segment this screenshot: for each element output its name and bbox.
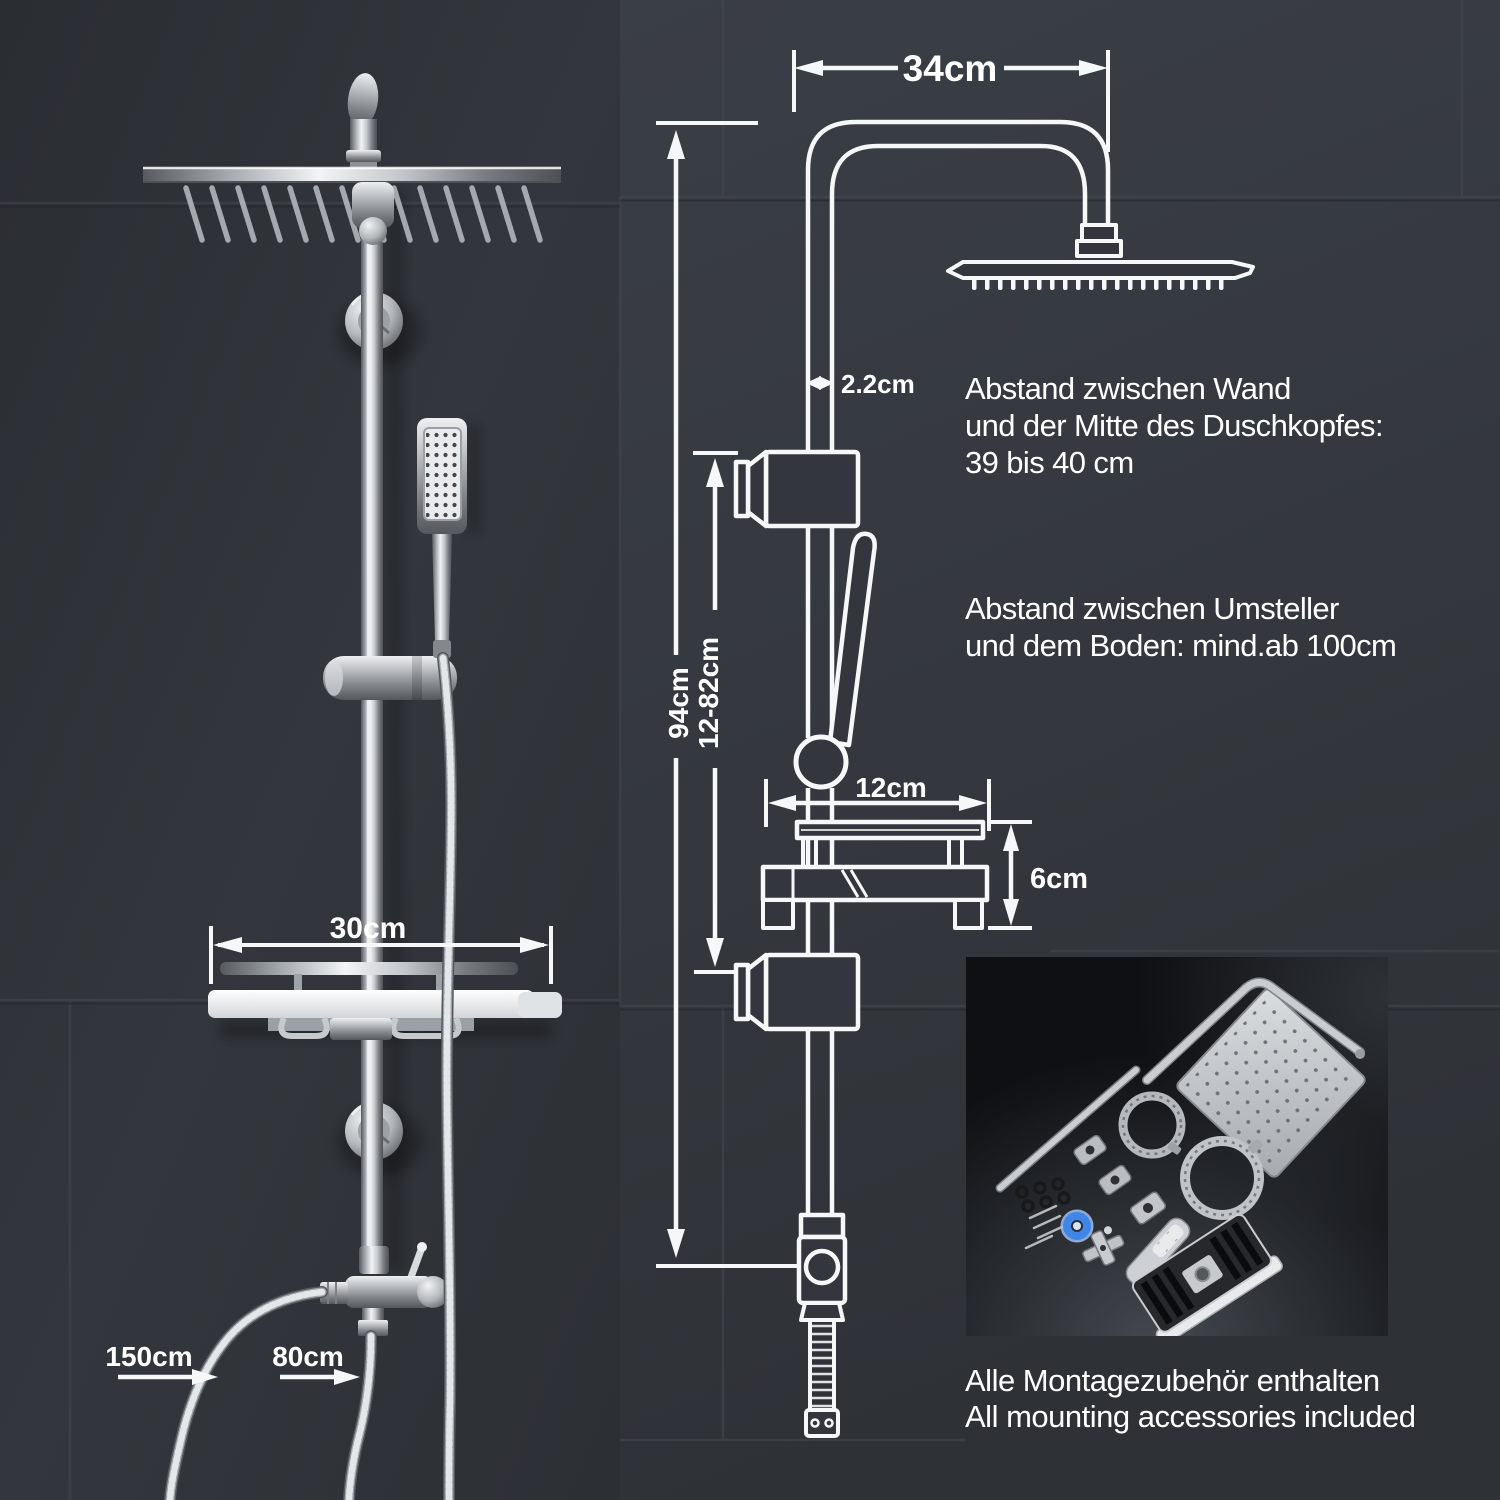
dim-2-2cm: 2.2cm xyxy=(806,369,915,399)
short-hose-label: 80cm xyxy=(272,1341,344,1372)
schematic-rain-head xyxy=(946,223,1255,290)
handshower-hose xyxy=(439,654,455,1500)
rain-shower-head xyxy=(143,166,561,245)
dimension-schematic: 34cm 2.2cm 94cm 12-82cm xyxy=(656,48,1255,1438)
schematic-shelf xyxy=(760,819,990,930)
pipe-diameter-label: 2.2cm xyxy=(841,369,915,399)
riser-pole xyxy=(361,176,383,1252)
inset-shelf xyxy=(1131,1213,1283,1336)
note-wall-distance: Abstand zwischen Wand und der Mitte des … xyxy=(965,370,1384,481)
note-floor-distance-line2: und dem Boden: mind.ab 100cm xyxy=(965,628,1397,663)
shelf-width-label: 30cm xyxy=(330,912,407,945)
inset-rain-head xyxy=(1176,988,1366,1178)
accessories-caption: Alle Montagezubehör enthalten All mounti… xyxy=(965,1363,1416,1435)
note-wall-distance-line3: 39 bis 40 cm xyxy=(965,445,1134,480)
note-wall-distance-line1: Abstand zwischen Wand xyxy=(965,371,1291,406)
schematic-upper-bracket xyxy=(733,449,861,529)
shelf-hook xyxy=(278,1016,330,1039)
tray-depth-label: 6cm xyxy=(1030,863,1088,895)
note-floor-distance: Abstand zwischen Umsteller und dem Boden… xyxy=(965,590,1397,664)
schematic-lower-bracket xyxy=(733,952,861,1032)
dim-30cm-lines xyxy=(209,926,553,984)
note-floor-distance-line1: Abstand zwischen Umsteller xyxy=(965,591,1339,626)
inset-shower-arm xyxy=(1143,979,1364,1084)
tray-width-label: 12cm xyxy=(855,772,927,803)
schematic-knob xyxy=(793,734,849,790)
schematic-lever xyxy=(827,531,877,748)
inset-o-rings xyxy=(1015,1177,1071,1213)
inset-hose-coil-small xyxy=(1118,1091,1186,1159)
long-hose-label: 150cm xyxy=(105,1341,192,1372)
accessories-inset xyxy=(966,957,1388,1336)
inset-hand-shower xyxy=(1125,1217,1191,1287)
slider-bracket xyxy=(323,656,457,700)
dim-6cm: 6cm xyxy=(988,820,1088,930)
dim-94cm: 94cm xyxy=(656,121,797,1268)
inset-diverter xyxy=(1082,1226,1125,1266)
spray-nozzles xyxy=(183,185,543,243)
arm-length-label: 34cm xyxy=(903,48,998,89)
schematic-head-nozzles xyxy=(972,277,1224,290)
inset-teflon-tape xyxy=(1060,1209,1094,1243)
photo-dimensions: 30cm 150cm 80cm xyxy=(105,912,553,1385)
dim-12-82cm: 12-82cm xyxy=(693,451,738,974)
accessories-caption-en: All mounting accessories included xyxy=(965,1399,1416,1434)
shelf-hook xyxy=(390,1016,462,1039)
inset-rail-rod xyxy=(997,1067,1139,1191)
schematic-diverter xyxy=(796,1212,848,1438)
dim-12cm: 12cm xyxy=(764,772,991,831)
hand-shower xyxy=(417,418,480,658)
long-hose-150cm xyxy=(166,1288,326,1500)
inset-screws xyxy=(1024,1204,1066,1250)
bracket-range-label: 12-82cm xyxy=(693,637,724,749)
shower-hoses xyxy=(164,652,458,1500)
inset-brackets xyxy=(1073,1134,1167,1225)
bar-height-label: 94cm xyxy=(663,667,694,739)
shower-system-photo: 30cm 150cm 80cm xyxy=(105,73,562,1500)
inset-hose-coil-large xyxy=(1180,1136,1264,1220)
short-hose-80cm xyxy=(345,1332,375,1500)
diverter-valve xyxy=(320,1242,449,1336)
dim-34cm: 34cm xyxy=(792,48,1110,152)
note-wall-distance-line2: und der Mitte des Duschkopfes: xyxy=(965,408,1384,443)
accessories-caption-de: Alle Montagezubehör enthalten xyxy=(965,1363,1380,1398)
